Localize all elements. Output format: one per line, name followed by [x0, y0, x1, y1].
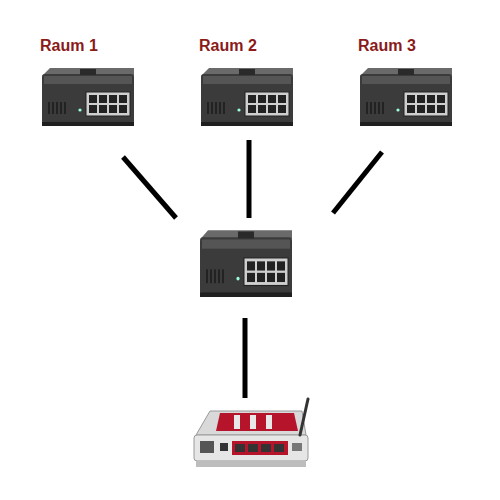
central-switch [200, 230, 292, 297]
network-cable [333, 152, 382, 213]
network-cable [243, 318, 248, 398]
room-switch: Raum 3 [358, 36, 458, 132]
network-cable [123, 157, 176, 218]
switch-icon [199, 66, 295, 132]
switch-icon [40, 66, 136, 132]
network-cable [247, 140, 252, 218]
switch-icon [358, 66, 454, 128]
router [194, 399, 308, 467]
switch-icon [40, 66, 136, 128]
room-label: Raum 2 [199, 36, 257, 56]
room-label: Raum 3 [358, 36, 416, 56]
room-label: Raum 1 [40, 36, 98, 56]
room-switch: Raum 2 [199, 36, 299, 132]
switch-icon [358, 66, 454, 132]
switch-icon [199, 66, 295, 128]
room-switch: Raum 1 [40, 36, 140, 132]
